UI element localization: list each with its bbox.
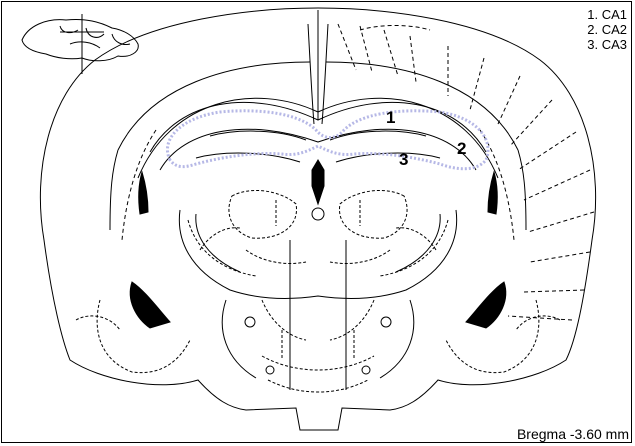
legend-item-ca2: 2. CA2: [587, 22, 627, 37]
legend: 1. CA1 2. CA2 3. CA3: [587, 7, 627, 52]
bregma-label: Bregma -3.60 mm: [517, 426, 629, 442]
legend-item-ca1: 1. CA1: [587, 7, 627, 22]
hippocampus-ca-region: [167, 111, 488, 169]
ventricles: [130, 160, 506, 328]
sagittal-inset-icon: [22, 14, 138, 74]
region-number-ca3: 3: [399, 150, 408, 170]
region-number-ca1: 1: [386, 108, 395, 128]
region-number-ca2: 2: [457, 139, 466, 159]
legend-item-ca3: 3. CA3: [587, 37, 627, 52]
